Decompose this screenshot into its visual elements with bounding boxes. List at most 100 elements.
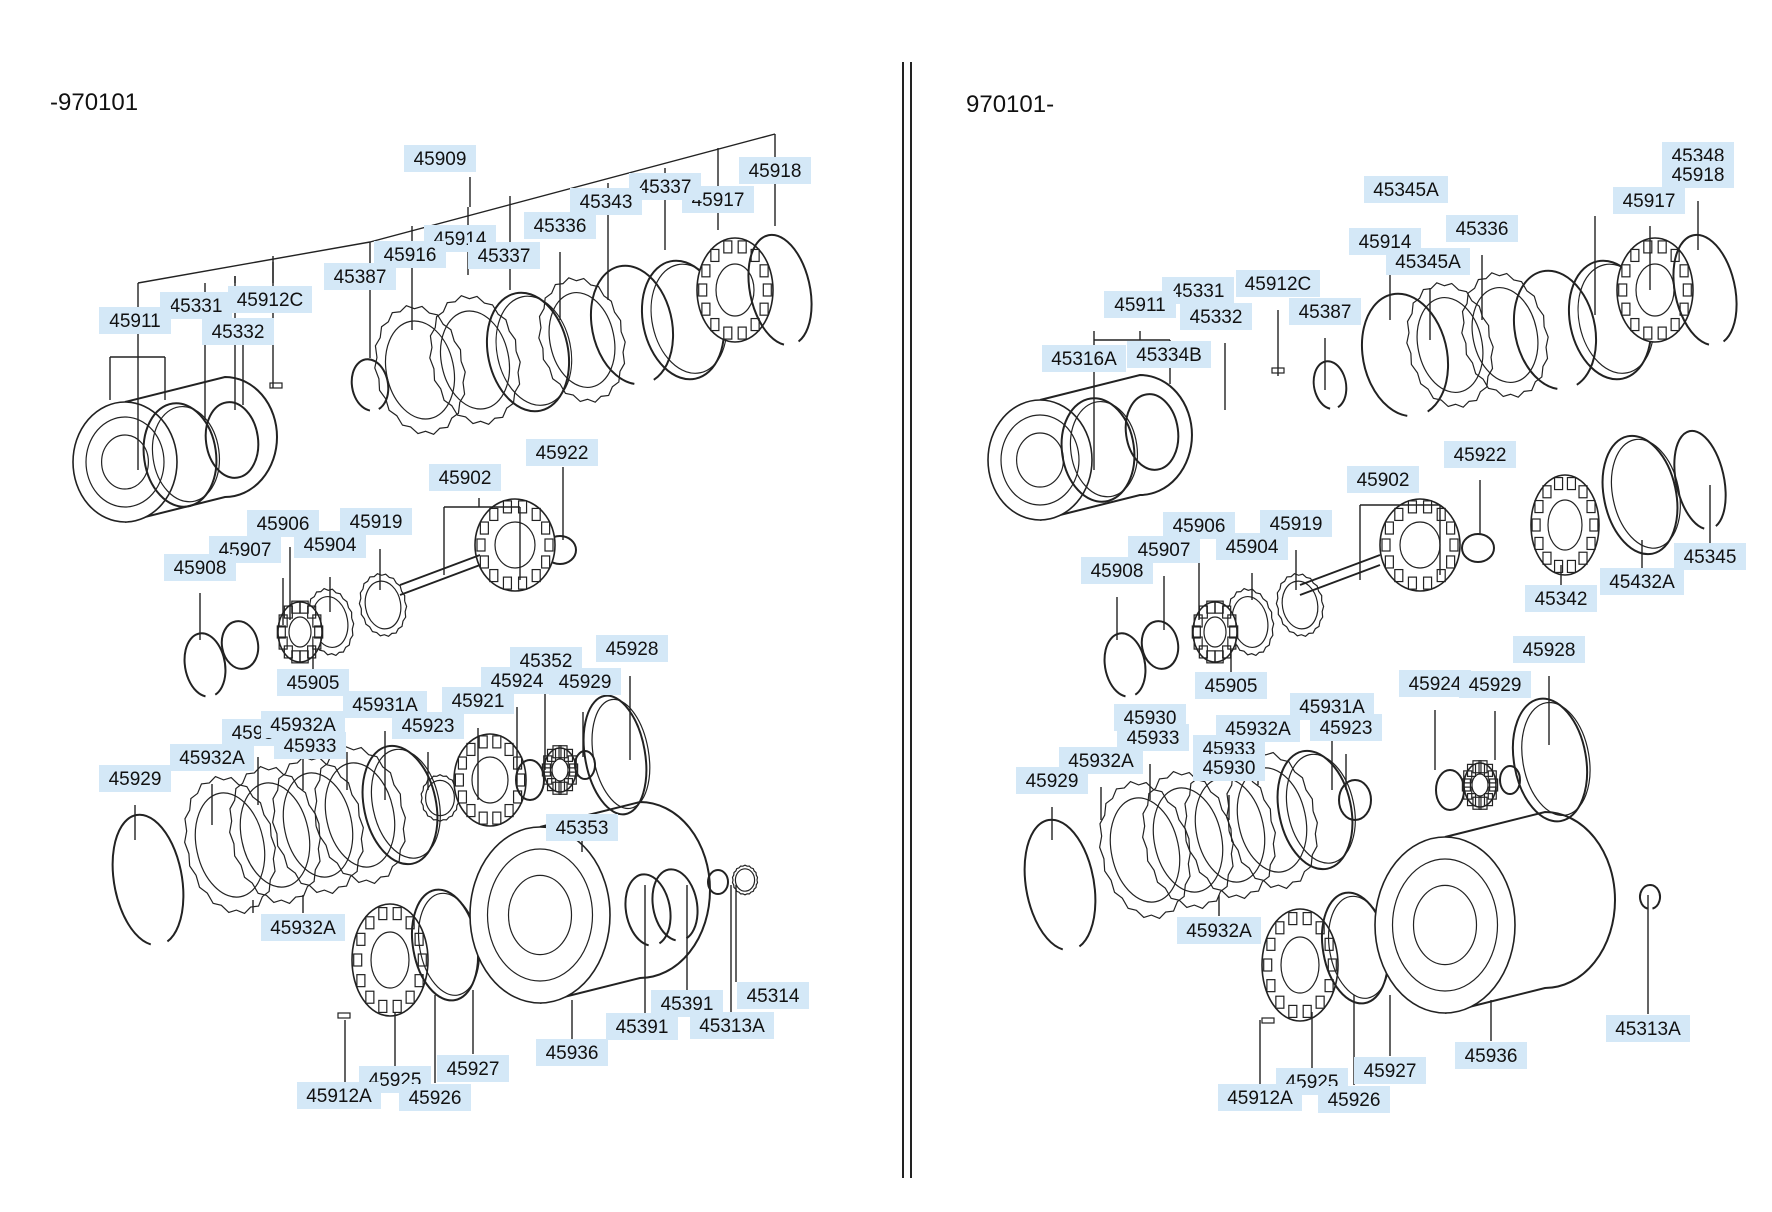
svg-text:45902: 45902 — [1357, 470, 1410, 491]
svg-text:45908: 45908 — [174, 558, 227, 579]
svg-text:45936: 45936 — [1465, 1046, 1518, 1067]
part-number-label: 45313A — [690, 1012, 774, 1039]
svg-text:45926: 45926 — [1328, 1090, 1381, 1111]
gear-carrier-part — [696, 237, 774, 343]
part-number-label: 45930 — [1193, 754, 1265, 781]
svg-text:45924: 45924 — [1409, 674, 1462, 695]
part-number-label: 45908 — [164, 554, 236, 581]
gear-carrier-part — [1530, 474, 1600, 576]
gear-carrier-part — [351, 903, 429, 1017]
svg-text:45342: 45342 — [1535, 589, 1588, 610]
part-number-label: 45316A — [1042, 345, 1126, 372]
clutch-plate-part — [184, 775, 276, 915]
snap-ring-part — [589, 264, 675, 385]
part-number-label: 45923 — [392, 712, 464, 739]
part-number-label: 45343 — [570, 188, 642, 215]
svg-text:45912C: 45912C — [237, 290, 304, 311]
svg-text:45919: 45919 — [1270, 514, 1323, 535]
part-number-label: 45902 — [1347, 466, 1419, 493]
svg-text:45911: 45911 — [109, 311, 160, 332]
part-number-label: 45911 — [99, 307, 171, 334]
part-number-label: 45345 — [1674, 543, 1746, 570]
ring-part — [1140, 620, 1180, 670]
part-number-label: 45929 — [549, 668, 621, 695]
left-panel-title: -970101 — [50, 89, 138, 116]
snap-ring-part — [350, 358, 390, 412]
svg-text:45928: 45928 — [1523, 640, 1576, 661]
svg-text:45931A: 45931A — [1299, 697, 1365, 718]
gear-carrier-part — [1191, 600, 1239, 664]
part-number-label: 45914 — [1349, 228, 1421, 255]
gear-carrier-part — [474, 498, 556, 592]
part-number-label: 45342 — [1525, 585, 1597, 612]
svg-text:45902: 45902 — [439, 468, 492, 489]
svg-text:45932A: 45932A — [1225, 719, 1291, 740]
part-number-label: 45908 — [1081, 557, 1153, 584]
svg-text:45926: 45926 — [409, 1088, 462, 1109]
svg-text:45336: 45336 — [534, 216, 587, 237]
drum-part — [987, 373, 1193, 521]
svg-text:45345A: 45345A — [1395, 252, 1461, 273]
svg-text:45387: 45387 — [334, 267, 387, 288]
part-number-label: 45391 — [606, 1013, 678, 1040]
svg-text:45932A: 45932A — [1186, 921, 1252, 942]
svg-text:45331: 45331 — [1172, 281, 1225, 302]
pin-part — [269, 382, 283, 389]
snap-ring-part — [1360, 292, 1450, 417]
part-number-label: 45927 — [1354, 1057, 1426, 1084]
svg-text:45927: 45927 — [447, 1059, 500, 1080]
part-number-label: 45387 — [1289, 298, 1361, 325]
svg-text:45932A: 45932A — [270, 715, 336, 736]
svg-text:45343: 45343 — [580, 192, 633, 213]
right-panel-title: 970101- — [966, 91, 1054, 118]
svg-text:45916: 45916 — [384, 245, 437, 266]
part-number-label: 45928 — [1513, 636, 1585, 663]
clutch-plate-part — [1406, 282, 1494, 408]
svg-text:45918: 45918 — [1672, 165, 1725, 186]
svg-text:45332: 45332 — [1190, 307, 1243, 328]
snap-ring-part — [1639, 884, 1661, 910]
part-number-label: 45932A — [1216, 715, 1300, 742]
svg-text:45921: 45921 — [452, 691, 505, 712]
svg-text:45391: 45391 — [616, 1017, 669, 1038]
svg-text:45908: 45908 — [1091, 561, 1144, 582]
part-number-label: 45918 — [1662, 161, 1734, 188]
svg-text:45331: 45331 — [170, 296, 223, 317]
part-number-label: 45933 — [274, 732, 346, 759]
part-number-label: 45928 — [596, 635, 668, 662]
clutch-plate-part — [1461, 272, 1549, 398]
snap-ring-part — [747, 233, 813, 346]
svg-text:45927: 45927 — [1364, 1061, 1417, 1082]
svg-text:45387: 45387 — [1299, 302, 1352, 323]
part-number-label: 45918 — [739, 157, 811, 184]
clutch-plate-part — [358, 572, 408, 638]
part-number-label: 45921 — [442, 687, 514, 714]
svg-text:45904: 45904 — [304, 535, 357, 556]
snap-ring-part — [1512, 269, 1598, 390]
ring-part — [707, 869, 729, 895]
part-number-label: 45314 — [737, 982, 809, 1009]
snap-ring-part — [624, 873, 672, 947]
svg-text:45352: 45352 — [520, 651, 573, 672]
part-number-label: 45933 — [1117, 724, 1189, 751]
svg-text:45923: 45923 — [1320, 718, 1373, 739]
svg-text:45914: 45914 — [1359, 232, 1412, 253]
svg-text:45336: 45336 — [1456, 219, 1509, 240]
svg-text:45929: 45929 — [109, 769, 162, 790]
svg-text:45922: 45922 — [1454, 445, 1507, 466]
svg-text:45931A: 45931A — [352, 695, 418, 716]
svg-text:45904: 45904 — [1226, 537, 1279, 558]
svg-text:45912A: 45912A — [306, 1086, 372, 1107]
part-number-label: 45904 — [1216, 533, 1288, 560]
part-number-label: 45927 — [437, 1055, 509, 1082]
svg-text:45912A: 45912A — [1227, 1088, 1293, 1109]
ring-part — [142, 402, 221, 508]
part-number-label: 45919 — [1260, 510, 1332, 537]
svg-text:45929: 45929 — [1469, 675, 1522, 696]
part-number-label: 45432A — [1600, 568, 1684, 595]
svg-text:45345A: 45345A — [1373, 180, 1439, 201]
svg-text:45922: 45922 — [536, 443, 589, 464]
ring-part — [1124, 393, 1180, 471]
snap-ring-part — [1103, 632, 1147, 698]
svg-text:45337: 45337 — [639, 177, 692, 198]
